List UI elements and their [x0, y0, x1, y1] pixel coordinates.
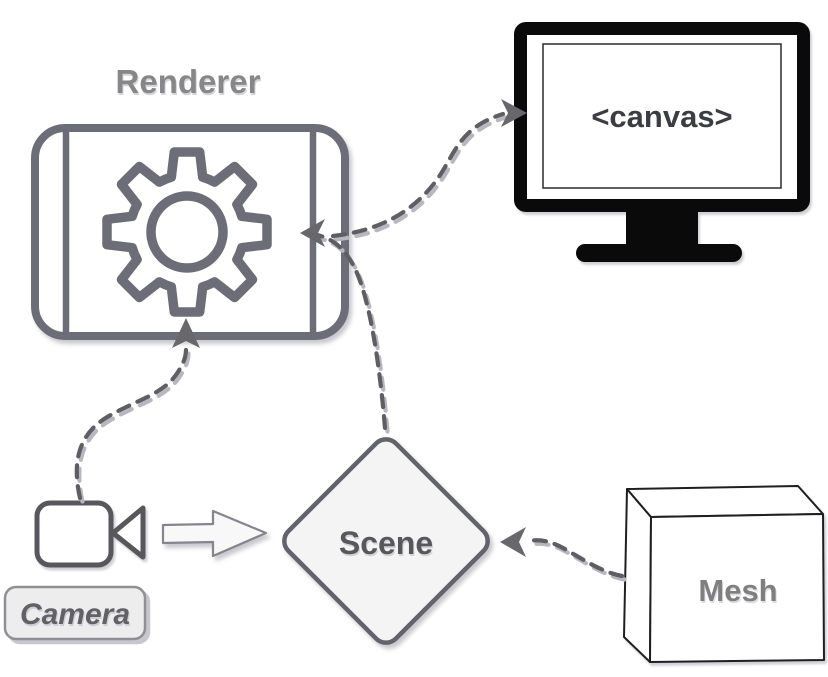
camera-label-plate: Camera: [3, 585, 147, 641]
camera-label: Camera: [20, 598, 130, 631]
edge-mesh-to-scene: [500, 527, 625, 579]
renderer-node: [31, 124, 349, 340]
camera-label-background: [3, 585, 147, 641]
arrowhead-into-canvas: [501, 99, 527, 127]
canvas-element-box: [542, 43, 782, 189]
monitor-stand-base: [576, 244, 742, 262]
arrowhead-into-scene: [500, 527, 526, 557]
edge-scene-to-renderer: [300, 219, 388, 431]
camera-to-scene-block-arrow: [161, 509, 268, 558]
scene-node: Scene: [282, 437, 490, 645]
renderer-label: Renderer: [116, 63, 261, 100]
edge-camera-to-renderer: [74, 318, 200, 501]
arrowhead-into-renderer: [300, 219, 325, 247]
canvas-label: <canvas>: [591, 99, 732, 134]
cube-top-face: [626, 485, 824, 518]
cube-front-face: [649, 513, 825, 663]
monitor-icon: [514, 22, 810, 262]
scene-label: Scene: [339, 525, 433, 561]
camera-lens: [110, 505, 146, 560]
gear-icon: [102, 147, 272, 317]
mesh-node: Mesh: [623, 485, 825, 663]
monitor-stand-neck: [626, 212, 698, 246]
camera-body: [34, 500, 114, 568]
arrowhead-into-renderer-bottom: [172, 318, 200, 348]
cube-left-face: [623, 488, 652, 663]
video-camera-icon: [34, 500, 146, 568]
scene-diamond: [282, 437, 490, 645]
edge-renderer-to-canvas: [330, 99, 527, 239]
mesh-label: Mesh: [698, 573, 777, 608]
